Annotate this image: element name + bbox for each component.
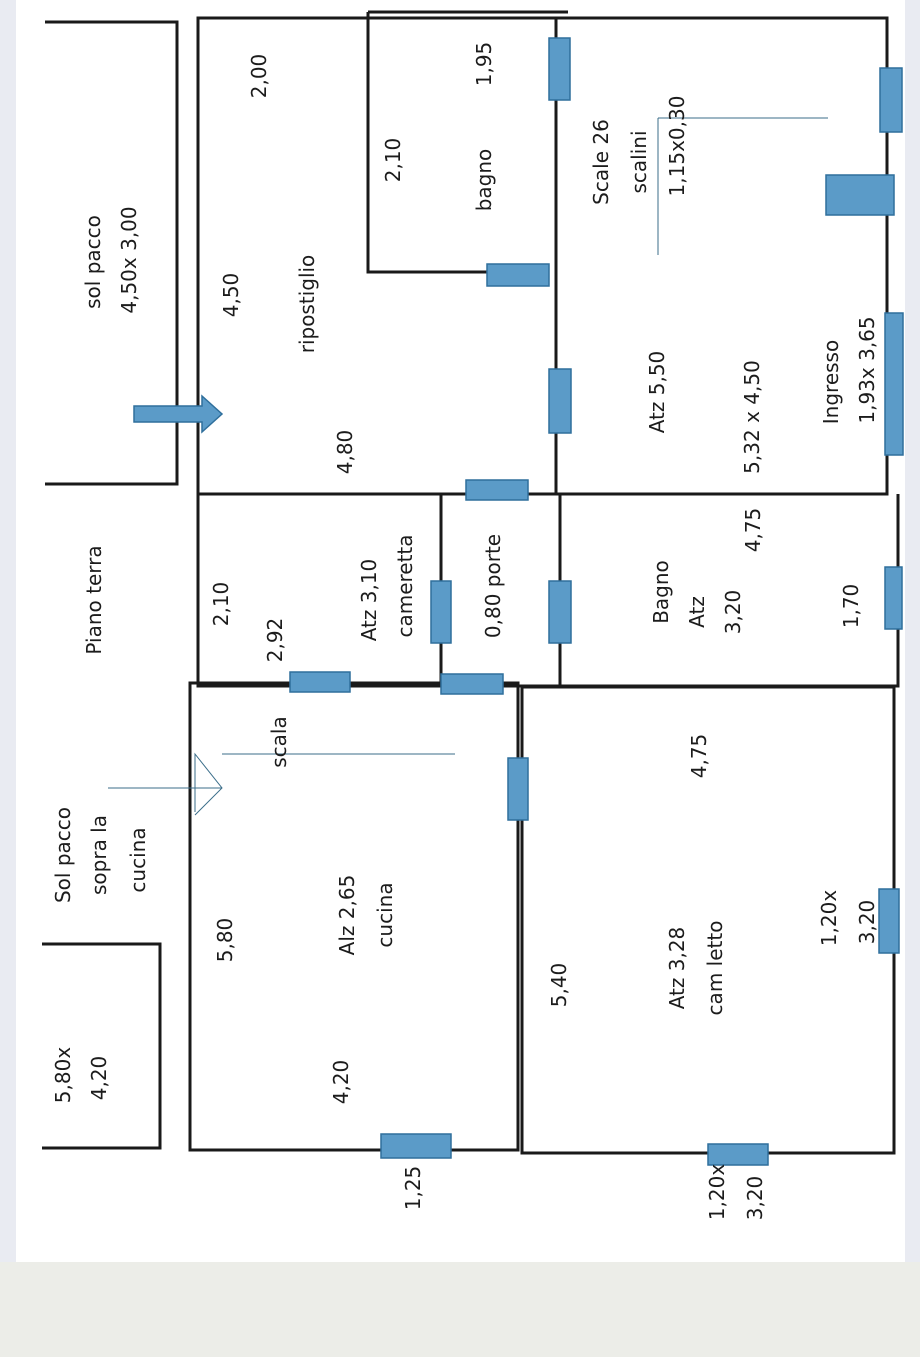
window-scale xyxy=(879,67,903,133)
label-bagno-h: 2,10 xyxy=(381,138,405,183)
label-bagno2-atz: Atz xyxy=(685,596,709,628)
door-bagno2 xyxy=(548,580,572,644)
label-cucina-window: 1,25 xyxy=(401,1166,425,1211)
label-ingresso: Ingresso xyxy=(819,340,843,424)
labels: sol pacco 4,50x 3,00 Piano terra Sol pac… xyxy=(51,42,879,1221)
label-bottom-win-1: 1,20x xyxy=(705,1164,729,1221)
paper-left-edge xyxy=(0,0,16,1262)
label-sol-pacco-cucina-2: sopra la xyxy=(87,815,111,895)
label-scala: scala xyxy=(267,716,291,767)
stair-lines xyxy=(108,117,828,816)
label-sol-pacco-top-size: 4,50x 3,00 xyxy=(117,206,141,313)
wall-cam-letto xyxy=(520,685,896,1155)
door-cucina-cameretta xyxy=(289,671,351,693)
label-camletto: cam letto xyxy=(703,921,727,1016)
scan-bottom-band xyxy=(0,1262,920,1357)
label-ripostiglio-len: 4,80 xyxy=(333,430,357,475)
label-piano-terra: Piano terra xyxy=(82,545,106,654)
label-sol-pacco-cucina-3: cucina xyxy=(126,827,150,892)
label-porte: 0,80 porte xyxy=(481,534,505,638)
label-sol-pacco-cucina-1: Sol pacco xyxy=(51,807,75,903)
label-ingresso-dims: 5,32 x 4,50 xyxy=(740,360,764,474)
entry-arrow-icon xyxy=(133,394,224,434)
label-ripostiglio: ripostiglio xyxy=(295,255,319,354)
label-cucina-alz: Alz 2,65 xyxy=(335,875,359,956)
door-ripostiglio-ingresso xyxy=(548,368,572,434)
label-bagno2-w: 1,70 xyxy=(839,584,863,629)
openings xyxy=(289,37,904,1166)
label-cucina-h: 5,80 xyxy=(213,918,237,963)
label-cameretta: cameretta xyxy=(393,534,417,637)
window-camletto-bottom xyxy=(707,1143,769,1166)
label-camletto-win-2: 3,20 xyxy=(855,900,879,945)
window-camletto xyxy=(878,888,900,954)
label-cucina-w: 4,20 xyxy=(329,1060,353,1105)
wall-sol-pacco-top xyxy=(45,20,179,486)
scala-arrow xyxy=(194,752,223,816)
door-ingresso xyxy=(884,312,904,456)
wall-upper-block xyxy=(196,16,889,496)
label-cameretta-atz: Atz 3,10 xyxy=(357,559,381,642)
label-camletto-atz: Atz 3,28 xyxy=(665,927,689,1010)
label-bagno2-len: 4,75 xyxy=(741,508,765,553)
label-ingresso-atz: Atz 5,50 xyxy=(645,351,669,434)
label-ingresso-size: 1,93x 3,65 xyxy=(855,316,879,423)
label-bottom-win-2: 3,20 xyxy=(743,1176,767,1221)
label-cameretta-h: 2,92 xyxy=(263,618,287,663)
label-camletto-h: 5,40 xyxy=(547,963,571,1008)
label-bagno2: Bagno xyxy=(649,560,673,624)
door-cucina-camletto xyxy=(507,757,529,821)
label-small-room-1: 5,80x xyxy=(51,1047,75,1104)
label-camletto-len: 4,75 xyxy=(687,734,711,779)
wall-cucina xyxy=(188,681,520,1152)
door-cameretta xyxy=(430,580,452,644)
label-ripostiglio-h: 4,50 xyxy=(219,273,243,318)
window-cucina xyxy=(380,1133,452,1159)
label-bagno: bagno xyxy=(472,149,496,212)
label-bagno2-h: 3,20 xyxy=(721,590,745,635)
label-scale-3: 1,15x0,30 xyxy=(665,96,689,197)
window-bagno2 xyxy=(884,566,903,630)
door-bagno xyxy=(486,263,550,287)
label-scale-2: scalini xyxy=(627,130,651,193)
paper-right-edge xyxy=(905,0,920,1262)
wall-small-room xyxy=(42,942,162,1150)
label-scale-1: Scale 26 xyxy=(589,119,613,205)
door-cucina-corridor xyxy=(440,673,504,695)
window-scale-large xyxy=(825,174,895,216)
walls xyxy=(42,10,900,1155)
label-ripostiglio-w: 2,00 xyxy=(247,54,271,99)
label-cameretta-w: 2,10 xyxy=(209,582,233,627)
label-small-room-2: 4,20 xyxy=(87,1056,111,1101)
label-bagno-w: 1,95 xyxy=(472,42,496,87)
label-camletto-win-1: 1,20x xyxy=(817,890,841,947)
door-ingresso-corridor xyxy=(465,479,529,501)
label-cucina: cucina xyxy=(373,882,397,947)
door-bagno-scale xyxy=(548,37,571,101)
label-sol-pacco-top: sol pacco xyxy=(81,215,105,309)
